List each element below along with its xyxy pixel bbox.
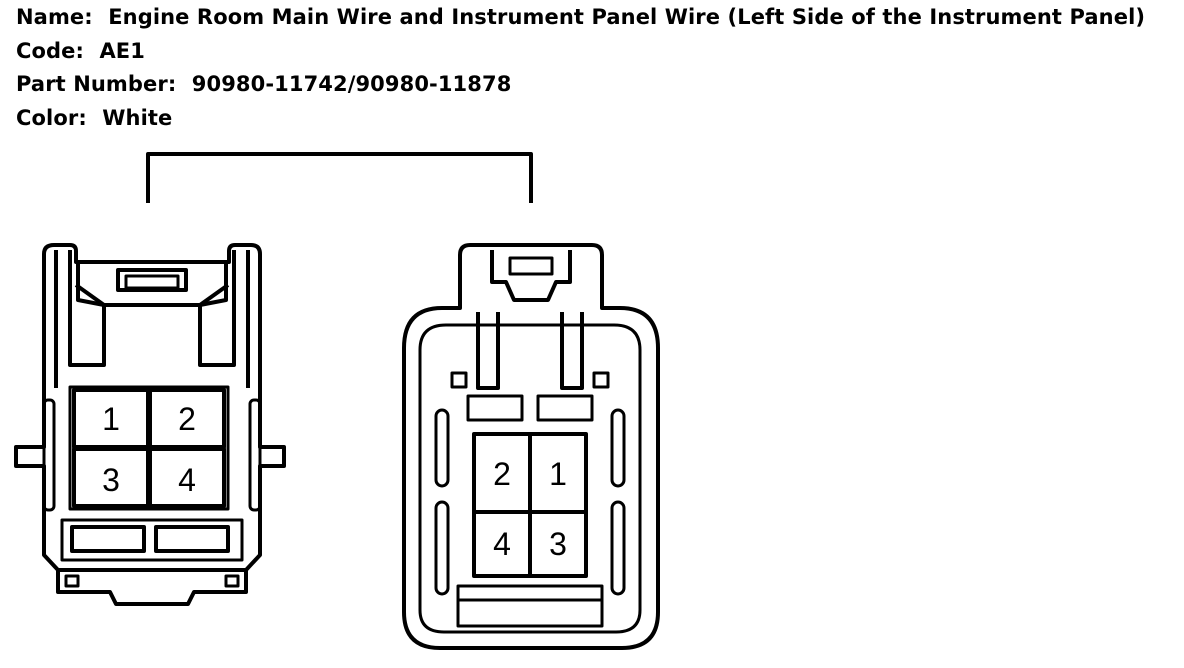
lock-button xyxy=(116,268,188,292)
right-pin-labels: 2 1 4 3 xyxy=(493,456,567,562)
left-pin-label: 4 xyxy=(178,462,196,498)
lock-tab xyxy=(490,250,572,302)
code-label: Code: xyxy=(16,38,85,63)
right-housing-inner xyxy=(418,323,642,634)
left-latch-arm xyxy=(68,250,106,367)
right-small-square xyxy=(592,371,610,389)
code-line: Code: AE1 xyxy=(16,38,1145,72)
left-small-square xyxy=(450,371,468,389)
name-value: Engine Room Main Wire and Instrument Pan… xyxy=(108,5,1146,29)
right-groove xyxy=(248,398,262,512)
mating-bracket xyxy=(146,152,533,203)
right-pin-label: 2 xyxy=(493,456,511,492)
pin-cavity-4 xyxy=(148,447,226,508)
lock-button xyxy=(508,256,554,276)
groove-right-upper xyxy=(610,408,626,488)
color-label: Color: xyxy=(16,105,87,130)
part-number-label: Part Number: xyxy=(16,72,177,96)
name-label: Name: xyxy=(16,5,93,29)
flange-tab-right xyxy=(224,574,240,588)
part-number-line: Part Number: 90980-11742/90980-11878 xyxy=(16,71,1145,105)
code-value: AE1 xyxy=(99,38,145,63)
groove-right-lower xyxy=(610,500,626,596)
left-connector xyxy=(14,243,286,606)
color-line: Color: White xyxy=(16,105,1145,139)
retainer-right xyxy=(154,525,230,553)
flange-tab-left xyxy=(64,574,80,588)
right-pin-label: 1 xyxy=(549,456,567,492)
groove-left-upper xyxy=(434,408,450,488)
right-connector xyxy=(402,243,660,650)
guide-right xyxy=(536,394,594,422)
lock-tab xyxy=(76,262,228,307)
right-pin-label: 4 xyxy=(493,526,511,562)
right-pin-label: 3 xyxy=(549,526,567,562)
connector-info: Name: Engine Room Main Wire and Instrume… xyxy=(16,4,1145,138)
left-latch-slot xyxy=(476,312,500,390)
left-housing-outline xyxy=(14,243,286,572)
retainer-left xyxy=(70,525,146,553)
name-line: Name: Engine Room Main Wire and Instrume… xyxy=(16,4,1145,38)
left-pin-label: 1 xyxy=(102,401,120,437)
left-pin-block xyxy=(68,385,230,511)
right-latch-slot xyxy=(560,312,584,390)
right-housing-outline xyxy=(402,243,660,650)
retainer-frame xyxy=(60,518,244,562)
retainer-bottom xyxy=(456,584,604,628)
left-pin-label: 3 xyxy=(102,462,120,498)
color-value: White xyxy=(102,105,173,130)
left-pin-label: 2 xyxy=(178,401,196,437)
right-latch-arm xyxy=(198,250,236,367)
left-groove xyxy=(42,398,56,512)
lock-button-inner xyxy=(124,274,180,290)
groove-left-lower xyxy=(434,500,450,596)
bottom-flange xyxy=(56,570,248,606)
left-pin-labels: 1 2 3 4 xyxy=(102,401,196,498)
part-number-value: 90980-11742/90980-11878 xyxy=(191,72,512,96)
guide-left xyxy=(466,394,524,422)
